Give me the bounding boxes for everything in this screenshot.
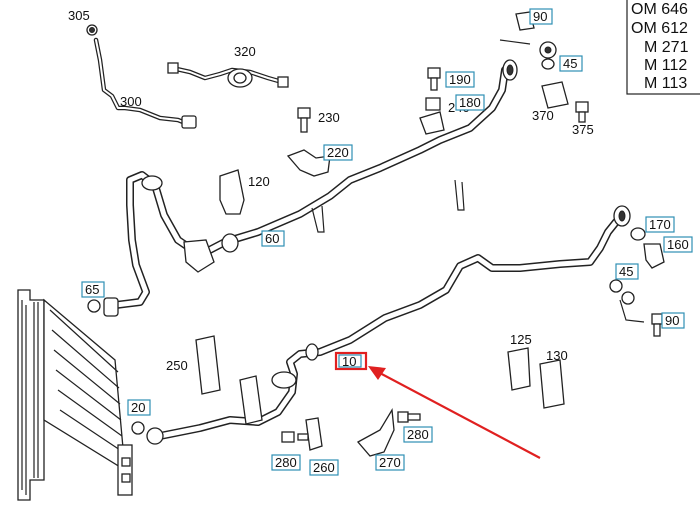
svg-text:280: 280 [275, 455, 297, 470]
callout-270[interactable]: 270 [375, 454, 405, 471]
svg-text:90: 90 [665, 313, 679, 328]
callout-45-top[interactable]: 45 [559, 55, 583, 72]
svg-text:270: 270 [379, 455, 401, 470]
label-230: 230 [318, 110, 340, 125]
callout-190[interactable]: 190 [445, 71, 475, 88]
highlight-arrow [368, 366, 541, 459]
svg-text:45: 45 [563, 56, 577, 71]
label-370: 370 [532, 108, 554, 123]
callout-90-top[interactable]: 90 [529, 8, 553, 25]
model-m112: M 112 [644, 57, 687, 74]
small-parts-topright [499, 11, 589, 123]
pipe-320 [167, 62, 289, 88]
callout-160[interactable]: 160 [663, 236, 693, 253]
svg-text:220: 220 [327, 145, 349, 160]
label-125: 125 [510, 332, 532, 347]
hose-10 [146, 205, 631, 445]
svg-text:190: 190 [449, 72, 471, 87]
svg-text:45: 45 [619, 264, 633, 279]
model-m113: M 113 [644, 75, 687, 92]
model-om612: OM 612 [631, 20, 688, 37]
svg-text:65: 65 [85, 282, 99, 297]
label-130: 130 [546, 348, 568, 363]
pipe-300 [86, 24, 197, 129]
svg-text:20: 20 [131, 400, 145, 415]
label-375: 375 [572, 122, 594, 137]
callout-180[interactable]: 180 [455, 94, 485, 111]
label-120: 120 [248, 174, 270, 189]
model-list: OM 646 OM 612 M 271 M 112 M 113 [626, 0, 700, 95]
svg-text:170: 170 [649, 217, 671, 232]
callout-60[interactable]: 60 [261, 230, 285, 247]
callout-170[interactable]: 170 [645, 216, 675, 233]
small-parts-bottom [87, 299, 565, 457]
callout-280-left[interactable]: 280 [271, 454, 301, 471]
model-om646: OM 646 [631, 1, 688, 18]
callout-20[interactable]: 20 [127, 399, 151, 416]
label-305: 305 [68, 8, 90, 23]
boxed-labels: 90 45 190 180 220 60 170 160 45 90 65 10… [81, 8, 693, 476]
svg-text:180: 180 [459, 95, 481, 110]
callout-90-right[interactable]: 90 [661, 312, 685, 329]
svg-text:60: 60 [265, 231, 279, 246]
callout-65[interactable]: 65 [81, 281, 105, 298]
condenser-drawing [17, 289, 133, 501]
svg-text:280: 280 [407, 427, 429, 442]
hose-60 [103, 59, 518, 317]
svg-text:160: 160 [667, 237, 689, 252]
model-m271: M 271 [644, 39, 689, 56]
callout-260[interactable]: 260 [309, 459, 339, 476]
label-300: 300 [120, 94, 142, 109]
callout-10-highlighted[interactable]: 10 [334, 351, 368, 371]
small-parts-right [609, 227, 665, 337]
callout-220[interactable]: 220 [323, 144, 353, 161]
callout-280-right[interactable]: 280 [403, 426, 433, 443]
label-250: 250 [166, 358, 188, 373]
svg-text:260: 260 [313, 460, 335, 475]
label-320: 320 [234, 44, 256, 59]
callout-45-right[interactable]: 45 [615, 263, 639, 280]
small-parts-top [219, 67, 445, 215]
svg-text:10: 10 [342, 354, 356, 369]
svg-text:90: 90 [533, 9, 547, 24]
